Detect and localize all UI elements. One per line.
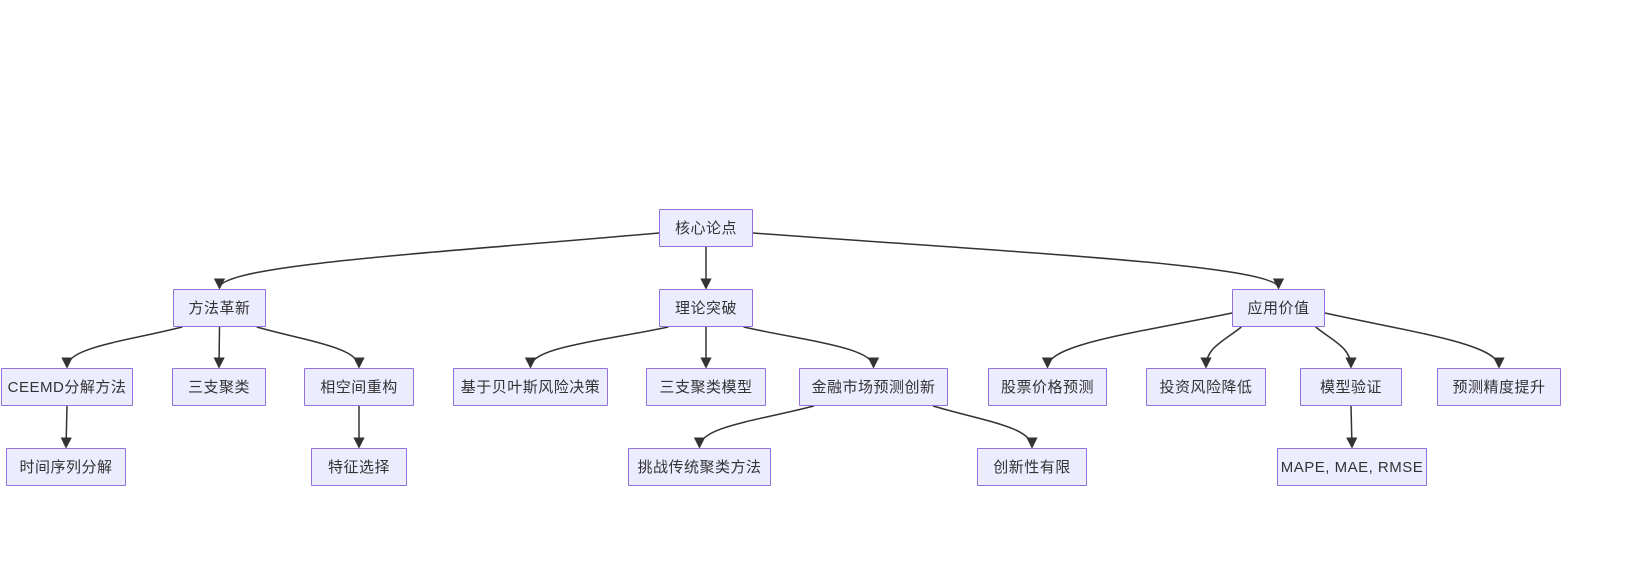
node-core-thesis: 核心论点	[659, 209, 753, 247]
node-label: 方法革新	[188, 299, 251, 317]
node-label: 基于贝叶斯风险决策	[460, 378, 601, 396]
edge-method-innovation-to-three-way-clustering	[213, 326, 225, 369]
node-three-way-clustering-model: 三支聚类模型	[646, 368, 766, 406]
edge-core-thesis-to-application-value	[752, 232, 1285, 290]
node-theory-breakthrough: 理论突破	[659, 289, 753, 327]
edge-application-value-to-model-validation	[1315, 326, 1357, 369]
node-challenge-traditional-clustering: 挑战传统聚类方法	[628, 448, 771, 486]
node-evaluation-metrics: MAPE, MAE, RMSE	[1277, 448, 1427, 486]
edge-method-innovation-to-ceemd-decomposition	[61, 326, 183, 369]
node-stock-price-prediction: 股票价格预测	[988, 368, 1107, 406]
node-forecast-accuracy-improvement: 预测精度提升	[1437, 368, 1561, 406]
node-label: 三支聚类	[187, 378, 250, 396]
edge-model-validation-to-evaluation-metrics	[1346, 405, 1358, 449]
edge-theory-breakthrough-to-bayesian-risk-decision	[524, 326, 669, 369]
node-time-series-decomposition: 时间序列分解	[6, 448, 126, 486]
node-label: 模型验证	[1319, 378, 1382, 396]
edge-application-value-to-stock-price-prediction	[1041, 312, 1233, 369]
node-three-way-clustering: 三支聚类	[172, 368, 266, 406]
node-label: 相空间重构	[320, 378, 398, 396]
node-financial-market-forecast-innovation: 金融市场预测创新	[799, 368, 948, 406]
node-label: 挑战传统聚类方法	[637, 458, 762, 476]
edge-core-thesis-to-method-innovation	[213, 232, 660, 290]
node-investment-risk-reduction: 投资风险降低	[1146, 368, 1266, 406]
node-feature-selection: 特征选择	[311, 448, 407, 486]
node-label: 核心论点	[674, 219, 737, 237]
node-label: 投资风险降低	[1159, 378, 1253, 396]
node-label: MAPE, MAE, RMSE	[1280, 458, 1424, 476]
node-limited-innovation: 创新性有限	[977, 448, 1087, 486]
node-phase-space-reconstruction: 相空间重构	[304, 368, 414, 406]
node-bayesian-risk-decision: 基于贝叶斯风险决策	[453, 368, 608, 406]
node-label: 预测精度提升	[1452, 378, 1546, 396]
node-label: 时间序列分解	[19, 458, 113, 476]
node-method-innovation: 方法革新	[173, 289, 266, 327]
edge-ceemd-decomposition-to-time-series-decomposition	[60, 405, 72, 449]
node-label: 金融市场预测创新	[811, 378, 936, 396]
node-label: 理论突破	[674, 299, 737, 317]
node-application-value: 应用价值	[1232, 289, 1325, 327]
edge-financial-market-forecast-innovation-to-limited-innovation	[932, 405, 1038, 449]
edge-application-value-to-investment-risk-reduction	[1200, 326, 1242, 369]
node-label: 特征选择	[327, 458, 390, 476]
node-model-validation: 模型验证	[1300, 368, 1402, 406]
edge-theory-breakthrough-to-financial-market-forecast-innovation	[743, 326, 880, 369]
edge-financial-market-forecast-innovation-to-challenge-traditional-clustering	[693, 405, 815, 449]
node-label: 三支聚类模型	[659, 378, 753, 396]
node-label: 创新性有限	[993, 458, 1071, 476]
node-ceemd-decomposition: CEEMD分解方法	[1, 368, 133, 406]
node-label: 股票价格预测	[1000, 378, 1094, 396]
node-label: 应用价值	[1247, 299, 1310, 317]
edge-method-innovation-to-phase-space-reconstruction	[256, 326, 365, 369]
edge-application-value-to-forecast-accuracy-improvement	[1324, 312, 1505, 369]
node-label: CEEMD分解方法	[7, 378, 127, 396]
